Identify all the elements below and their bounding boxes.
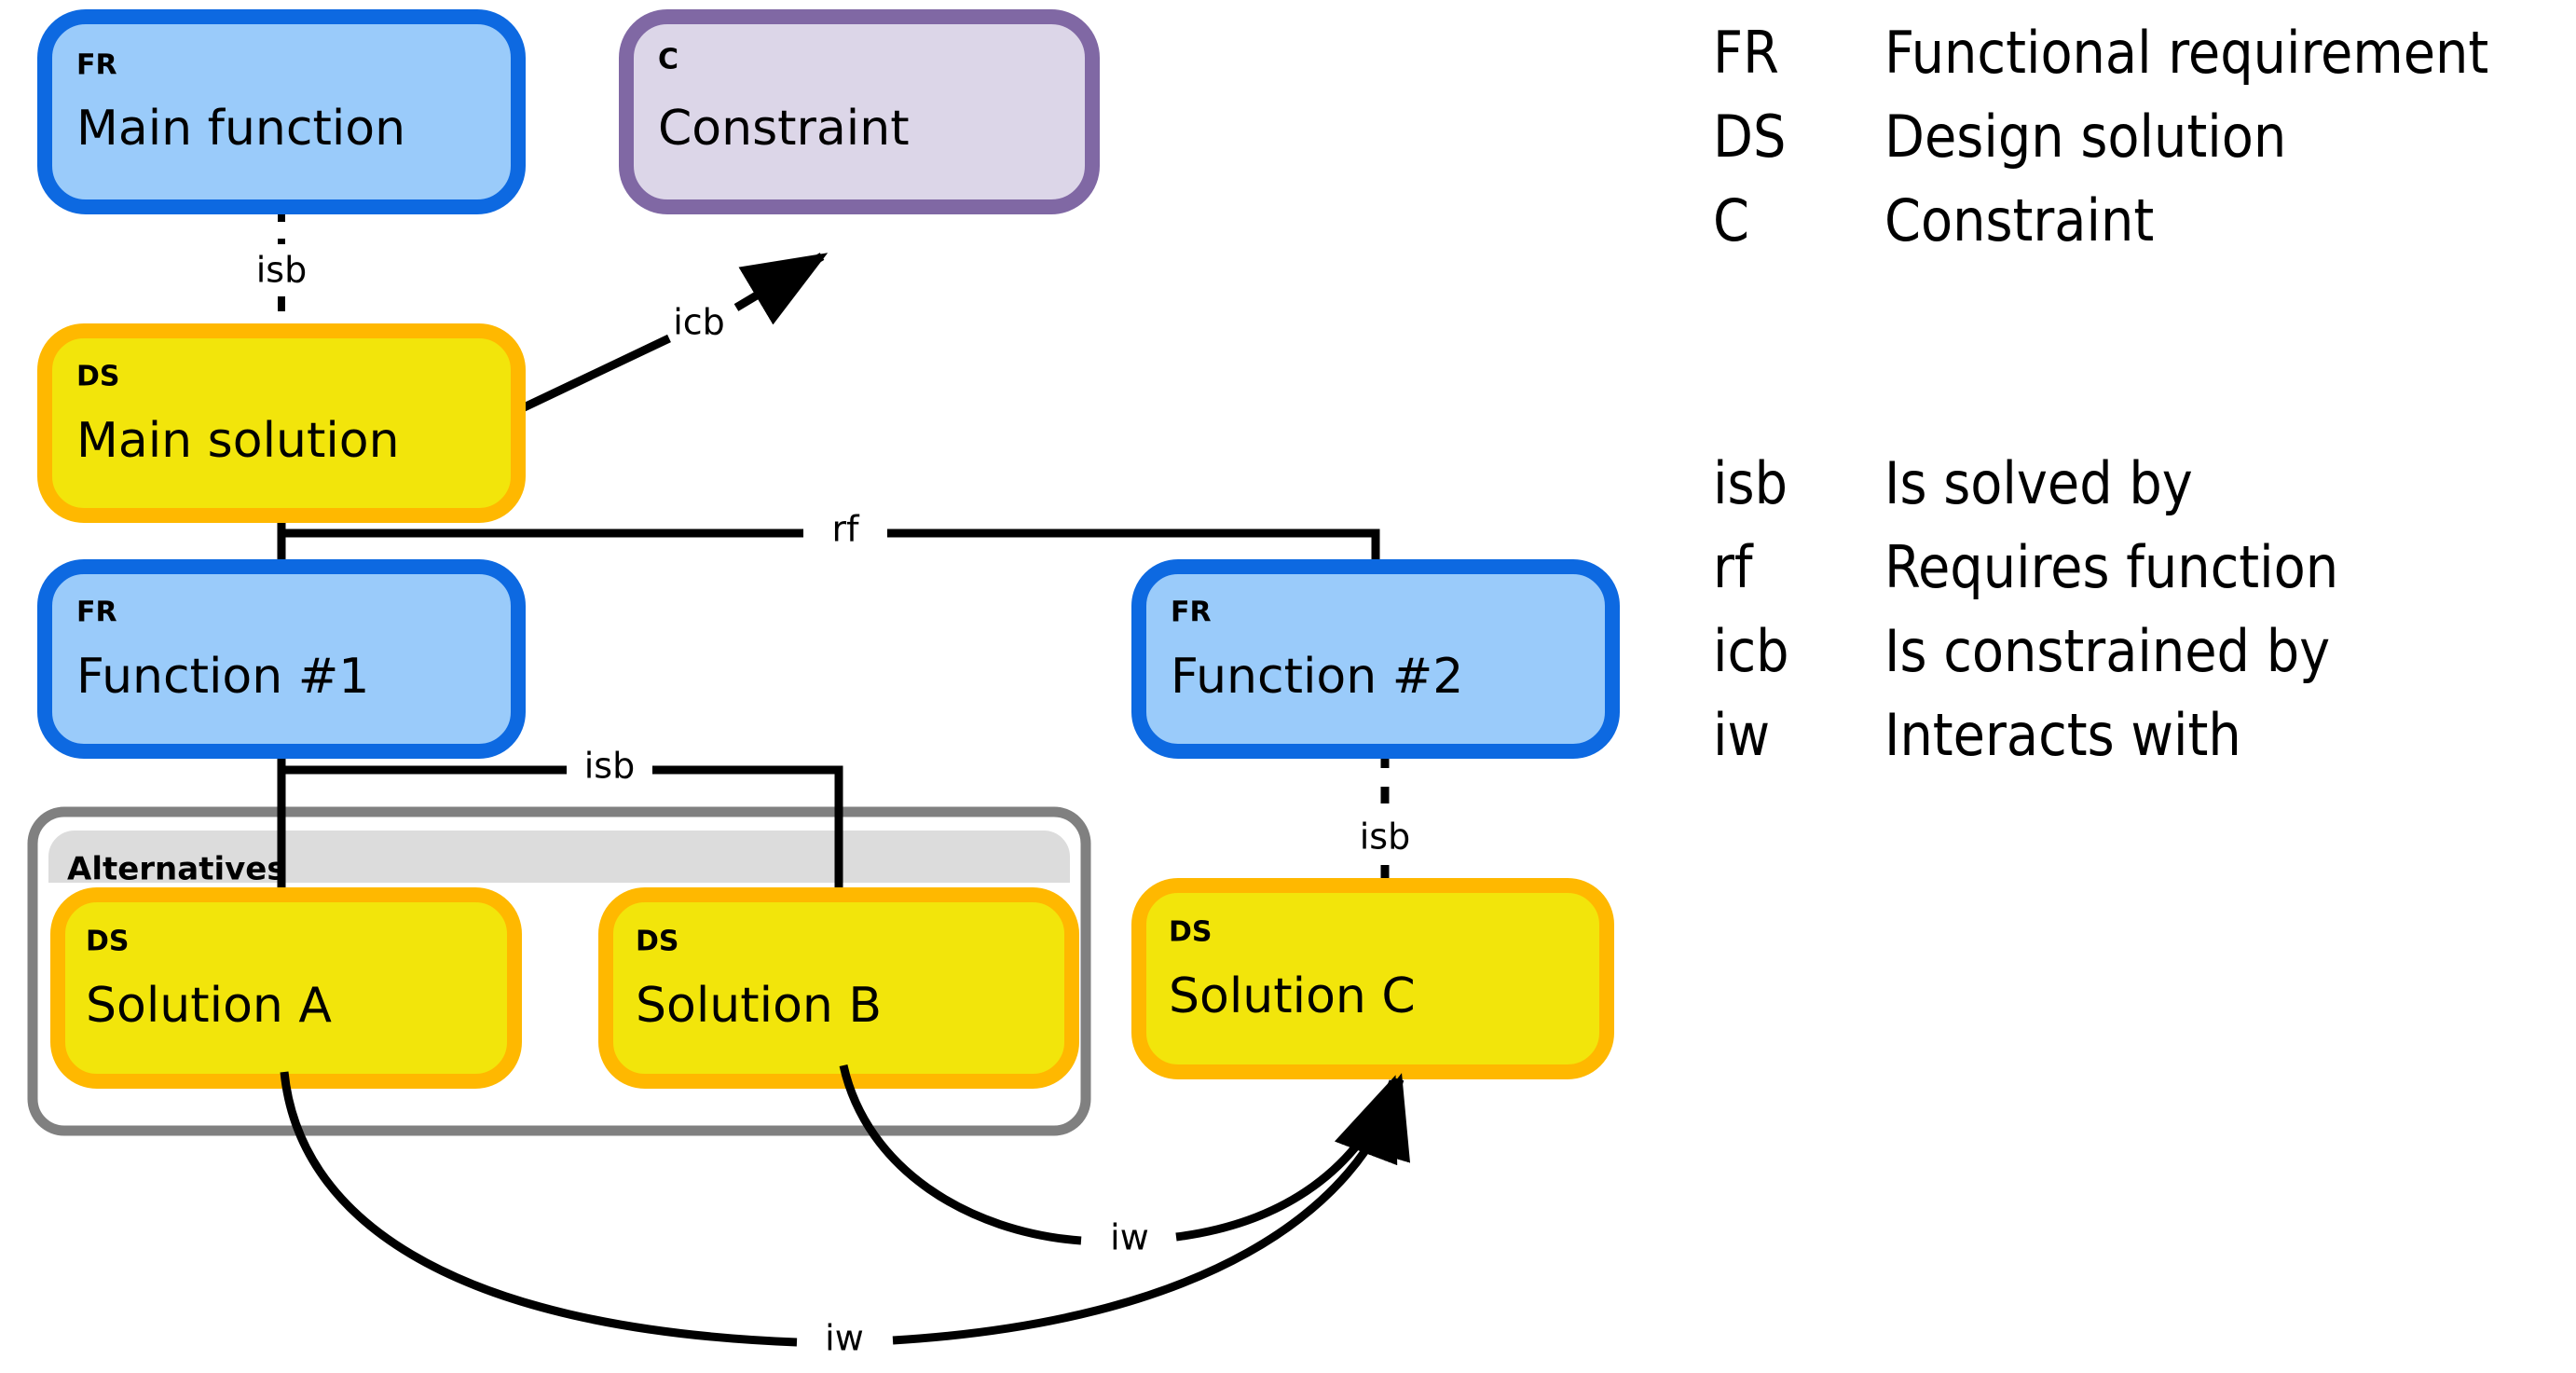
- node-solution-b-title: Solution B: [636, 978, 882, 1034]
- node-solution-b-box: [598, 887, 1079, 1089]
- legend-node-types: FR Functional requirement DS Design solu…: [1713, 19, 2488, 254]
- legend: FR Functional requirement DS Design solu…: [1713, 19, 2488, 769]
- legend-key-fr: FR: [1713, 19, 1779, 87]
- node-main-function-title: Main function: [76, 101, 405, 157]
- node-solution-b-type: DS: [636, 926, 679, 958]
- node-main-function-box: [37, 9, 526, 214]
- edge-label-iw-a: iw: [825, 1318, 864, 1359]
- node-function-1-box: [37, 559, 526, 759]
- legend-desc-isb: Is solved by: [1884, 449, 2193, 517]
- node-solution-c-type: DS: [1169, 916, 1213, 949]
- node-main-function[interactable]: FR Main function: [37, 9, 526, 214]
- edge-label-isb-function1: isb: [584, 746, 635, 787]
- node-function-2-type: FR: [1171, 597, 1212, 629]
- edge-label-rf: rf: [831, 509, 860, 550]
- edge-isb-function1-solution-b[interactable]: isb: [281, 746, 843, 903]
- edge-icb-constraint[interactable]: icb: [516, 253, 829, 415]
- node-solution-c[interactable]: DS Solution C: [1131, 878, 1614, 1079]
- legend-desc-iw: Interacts with: [1884, 701, 2241, 769]
- node-constraint[interactable]: C Constraint: [619, 9, 1100, 214]
- legend-row-isb: isb Is solved by: [1713, 449, 2193, 517]
- node-main-function-type: FR: [76, 49, 117, 82]
- legend-key-c: C: [1713, 186, 1749, 254]
- node-solution-a[interactable]: DS Solution A: [50, 887, 522, 1089]
- legend-desc-ds: Design solution: [1884, 103, 2286, 171]
- edge-iw-solution-a-solution-c[interactable]: iw: [280, 1071, 1410, 1359]
- legend-row-c: C Constraint: [1713, 186, 2154, 254]
- edge-label-icb: icb: [673, 302, 725, 343]
- node-main-solution[interactable]: DS Main solution: [37, 323, 526, 523]
- alternatives-group-title: Alternatives: [67, 851, 286, 888]
- node-solution-c-box: [1131, 878, 1614, 1079]
- legend-relations: isb Is solved by rf Requires function ic…: [1713, 449, 2338, 769]
- edge-isb-function2-solution-c[interactable]: isb: [1360, 751, 1410, 893]
- node-solution-c-title: Solution C: [1169, 968, 1416, 1024]
- legend-row-ds: DS Design solution: [1713, 103, 2286, 171]
- node-constraint-box: [619, 9, 1100, 214]
- legend-key-isb: isb: [1713, 449, 1788, 517]
- legend-desc-fr: Functional requirement: [1884, 19, 2488, 87]
- node-main-solution-type: DS: [76, 361, 120, 393]
- node-main-solution-title: Main solution: [76, 413, 400, 469]
- edge-line-iw-a-2: [892, 1073, 1410, 1345]
- edge-label-isb-function2: isb: [1360, 817, 1410, 858]
- edge-line-rf-right: [887, 529, 1380, 567]
- legend-desc-icb: Is constrained by: [1884, 617, 2330, 685]
- edge-line-icb-upper: [733, 253, 829, 325]
- node-function-1[interactable]: FR Function #1: [37, 559, 526, 759]
- node-main-solution-box: [37, 323, 526, 523]
- node-solution-a-title: Solution A: [86, 978, 332, 1034]
- edge-line-iw-b-1: [839, 1064, 1082, 1245]
- legend-key-iw: iw: [1713, 701, 1770, 769]
- node-function-2-box: [1131, 559, 1620, 759]
- alternatives-group-header-bar: [48, 831, 1070, 883]
- legend-row-icb: icb Is constrained by: [1713, 617, 2330, 685]
- legend-row-rf: rf Requires function: [1713, 533, 2338, 601]
- node-function-2-title: Function #2: [1171, 649, 1463, 705]
- legend-key-ds: DS: [1713, 103, 1786, 171]
- node-function-1-type: FR: [76, 597, 117, 629]
- edge-line-isb-b-right: [652, 765, 843, 902]
- edge-isb-main-function[interactable]: isb: [256, 207, 307, 334]
- legend-row-iw: iw Interacts with: [1713, 701, 2241, 769]
- node-constraint-title: Constraint: [658, 101, 910, 157]
- legend-desc-c: Constraint: [1884, 186, 2154, 254]
- edge-line-iw-a-1: [280, 1071, 798, 1347]
- legend-key-icb: icb: [1713, 617, 1789, 685]
- legend-key-rf: rf: [1713, 533, 1754, 601]
- node-function-2[interactable]: FR Function #2: [1131, 559, 1620, 759]
- node-constraint-type: C: [658, 44, 678, 76]
- node-function-1-title: Function #1: [76, 649, 369, 705]
- edge-line-icb-lower: [516, 334, 671, 415]
- legend-row-fr: FR Functional requirement: [1713, 19, 2488, 87]
- node-solution-b[interactable]: DS Solution B: [598, 887, 1079, 1089]
- edge-label-iw-b: iw: [1110, 1217, 1149, 1258]
- legend-desc-rf: Requires function: [1884, 533, 2338, 601]
- edge-label-isb-main: isb: [256, 250, 307, 291]
- node-solution-a-type: DS: [86, 926, 130, 958]
